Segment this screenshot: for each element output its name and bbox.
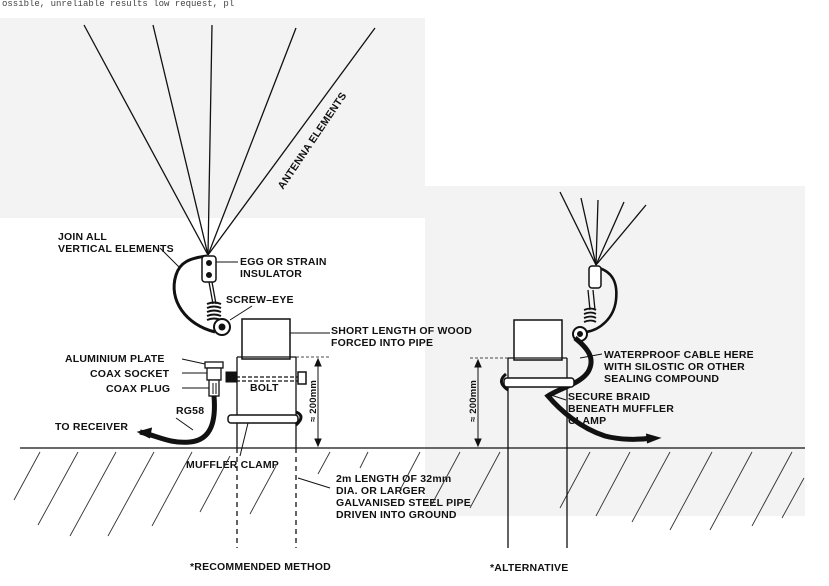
muffler-clamp-right [500, 372, 575, 392]
pipe-label-line3: GALVANISED STEEL PIPE [336, 497, 471, 509]
waterproof-label-line1: WATERPROOF CABLE HERE [604, 349, 754, 361]
pipe-label-line4: DRIVEN INTO GROUND [336, 509, 457, 521]
right-join-wire [585, 266, 618, 334]
join-label-line1: JOIN ALL [58, 231, 107, 243]
scan-panel-lower [425, 186, 805, 516]
coax-socket-label: COAX SOCKET [90, 368, 170, 380]
pipe-label-line1: 2m LENGTH OF 32mm [336, 473, 451, 485]
join-wire [172, 254, 216, 334]
steel-pipe-left [236, 356, 297, 548]
egg-insulator [201, 255, 217, 283]
waterproof-label-line3: SEALING COMPOUND [604, 373, 719, 385]
alternative-caption: *ALTERNATIVE [490, 562, 568, 574]
wood-block-left [241, 318, 291, 360]
braid-label-line2: BENEATH MUFFLER [568, 403, 674, 415]
wood-label-line1: SHORT LENGTH OF WOOD [331, 325, 472, 337]
right-antenna-elements [559, 191, 647, 266]
wood-label-line2: FORCED INTO PIPE [331, 337, 433, 349]
bolt-label: BOLT [250, 382, 279, 394]
wood-block-right [513, 319, 563, 361]
header-fragment: ossible, unreliable results low request,… [2, 0, 234, 9]
dim-label-right: ≈ 200mm [468, 380, 479, 422]
dim-label-left: ≈ 200mm [308, 380, 319, 422]
pipe-label-line2: DIA. OR LARGER [336, 485, 426, 497]
ground-hatching [13, 451, 805, 537]
right-insulator [588, 265, 602, 289]
egg-label-line1: EGG OR STRAIN [240, 256, 327, 268]
rg58-cable-left [139, 395, 217, 445]
join-label-line2: VERTICAL ELEMENTS [58, 243, 174, 255]
screw-eye-label: SCREW–EYE [226, 294, 294, 306]
coax-plug-label: COAX PLUG [106, 383, 170, 395]
scan-panel-upper [0, 18, 425, 218]
egg-label-line2: INSULATOR [240, 268, 302, 280]
muffler-clamp-left [227, 410, 303, 427]
bolt [225, 371, 307, 385]
waterproof-label-line2: WITH SILOSTIC OR OTHER [604, 361, 745, 373]
dim-line-right [470, 357, 508, 449]
braid-label-line3: CLAMP [568, 415, 606, 427]
rg58-label: RG58 [176, 405, 204, 417]
to-receiver-label: TO RECEIVER [55, 421, 128, 433]
left-antenna-elements [83, 24, 376, 256]
recommended-caption: *RECOMMENDED METHOD [190, 561, 331, 573]
aluminium-plate-label: ALUMINIUM PLATE [65, 353, 165, 365]
right-cable [544, 336, 653, 442]
braid-label-line1: SECURE BRAID [568, 391, 651, 403]
spring-coil [206, 281, 222, 321]
muffler-clamp-label: MUFFLER CLAMP [186, 459, 279, 471]
